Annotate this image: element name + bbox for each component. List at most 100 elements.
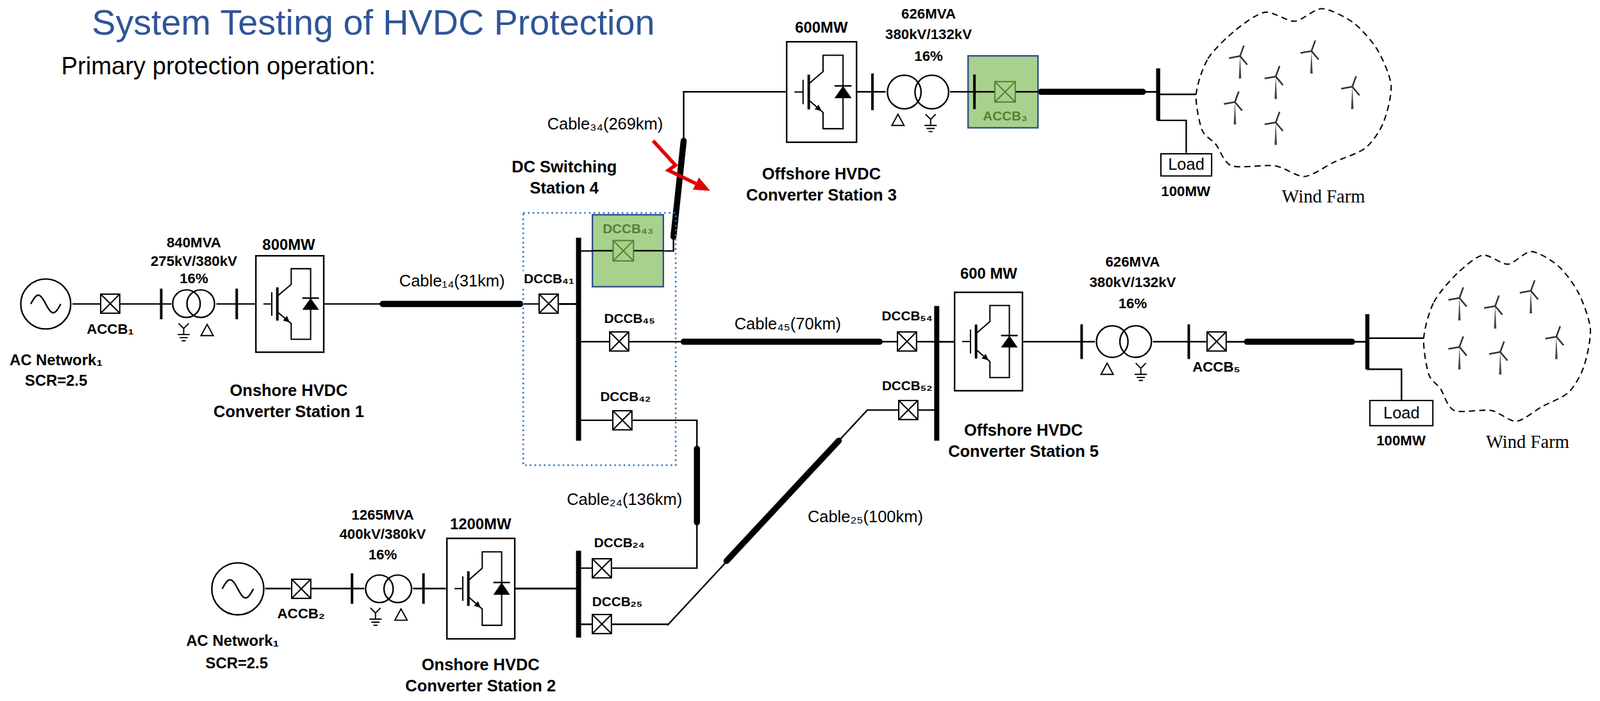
turbine-blade: [1234, 101, 1242, 111]
turbine-blade: [1530, 280, 1535, 291]
cable-segment: [726, 441, 839, 562]
source-circle: [21, 278, 72, 329]
diode-triangle: [302, 298, 320, 310]
turbine-blade: [1530, 291, 1538, 300]
cable-connection: [1226, 341, 1402, 400]
breaker-label: DCCB₄₃: [601, 221, 655, 237]
circuit-breaker-shape: [1206, 331, 1227, 352]
wire: [72, 303, 100, 305]
area-label: Wind Farm: [1484, 431, 1571, 453]
cable-connection: [1038, 91, 1186, 154]
turbine-blade: [1341, 86, 1352, 89]
circuit-breaker-shape: [591, 614, 613, 635]
breaker-label: DCCB₂₄: [592, 535, 647, 551]
turbine-blade: [1494, 306, 1502, 315]
turbine-tower: [1350, 86, 1354, 109]
cable-connection: [311, 588, 365, 590]
converter-box-shape: [446, 537, 516, 640]
igbt-gate: [271, 292, 273, 317]
winding-circle: [366, 575, 394, 603]
converter-box: 800MWOnshore HVDC Converter Station 1: [255, 255, 325, 354]
breaker-cross: [592, 558, 612, 579]
highlighted-breaker-box: DCCB₄₃: [591, 214, 665, 288]
cable-connection: [120, 303, 172, 305]
wire: [413, 587, 447, 590]
station-name: Offshore HVDC Converter Station 3: [738, 163, 905, 206]
emitter-arrow: [473, 601, 481, 608]
turbine-blade: [1500, 341, 1504, 352]
igbt-gate: [969, 330, 972, 354]
fault-symbol: [653, 141, 711, 192]
breaker-cross: [994, 81, 1016, 102]
turbine-blade: [1223, 101, 1235, 104]
wind-farm-cloud: Wind Farm: [1196, 5, 1393, 184]
cable-connection: [558, 303, 609, 342]
source-circle: [211, 562, 264, 615]
transformer-rating: 16%: [178, 270, 210, 288]
delta-symbol: [394, 608, 408, 621]
breaker-label: DCCB₅₂: [880, 378, 934, 394]
ac-source-shape: [19, 277, 73, 331]
wire: [515, 588, 592, 625]
cable-connection: [918, 341, 955, 411]
turbine-blade: [1544, 336, 1556, 339]
wire: [1153, 341, 1207, 343]
network-name: AC Network₁: [8, 351, 104, 369]
turbine-tower: [1457, 346, 1461, 370]
turbine-blade: [1448, 298, 1459, 300]
breaker-cross: [609, 332, 629, 352]
wire: [950, 91, 968, 93]
igbt-leads: [277, 268, 311, 340]
turbine-blade: [1264, 122, 1276, 125]
turbine-tower: [1555, 336, 1558, 359]
turbine-blade: [1311, 51, 1319, 60]
breaker-square: [994, 81, 1016, 102]
ac-source-shape: [210, 561, 266, 617]
wire: [1023, 341, 1095, 343]
breaker-label: DCCB₂₅: [591, 594, 644, 610]
transformer-rating: 16%: [912, 48, 945, 65]
circuit-breaker: DCCB₄₁: [538, 293, 559, 315]
station-name: Onshore HVDC Converter Station 2: [397, 654, 564, 697]
turbine-blade: [1458, 346, 1467, 356]
delta-symbol: [201, 324, 214, 336]
wire: [1226, 341, 1402, 400]
wye-ground-symbol: [1134, 363, 1147, 381]
cable-segment: [683, 338, 881, 345]
cable-connection: [216, 303, 256, 305]
cable-connection: [950, 91, 968, 93]
power-rating: 800MW: [260, 235, 317, 254]
circuit-breaker: DCCB₄₅: [608, 331, 630, 352]
wire: [1226, 338, 1424, 343]
turbine-blade: [1519, 291, 1531, 293]
delta-symbol: [1101, 363, 1114, 375]
wire: [515, 568, 592, 590]
load-outline: [1369, 400, 1433, 426]
turbine-blade: [1458, 298, 1467, 307]
cable-connection: [629, 341, 897, 343]
wind-farm-cloud: Wind Farm: [1423, 248, 1593, 429]
turbine-tower: [1498, 351, 1502, 375]
circuit-breaker-shape: [898, 400, 919, 421]
wye-ground-symbol: [177, 323, 190, 342]
breaker-cross: [291, 579, 311, 599]
igbt-leads: [467, 551, 502, 626]
igbt-base: [276, 287, 279, 321]
transformer-rating: 626MVA: [900, 5, 958, 23]
subheading: Primary protection operation:: [61, 52, 376, 81]
cable-connection: [857, 91, 886, 93]
wire: [324, 303, 539, 305]
transformer-shape: [1094, 324, 1154, 359]
cable-label: Cable₂₄(136km): [565, 490, 684, 509]
wire: [265, 587, 292, 590]
igbt-gate: [801, 79, 804, 104]
turbine-blade: [1239, 56, 1247, 65]
busbar-group: [161, 68, 1368, 638]
area-label: Wind Farm: [1280, 185, 1367, 207]
igbt-gate: [454, 587, 463, 590]
igbt-leads: [976, 305, 1010, 378]
emitter-arrow: [814, 104, 822, 111]
breaker-label: ACCB₅: [1191, 358, 1242, 376]
sine-wave: [30, 295, 61, 313]
breaker-square: [613, 241, 634, 262]
